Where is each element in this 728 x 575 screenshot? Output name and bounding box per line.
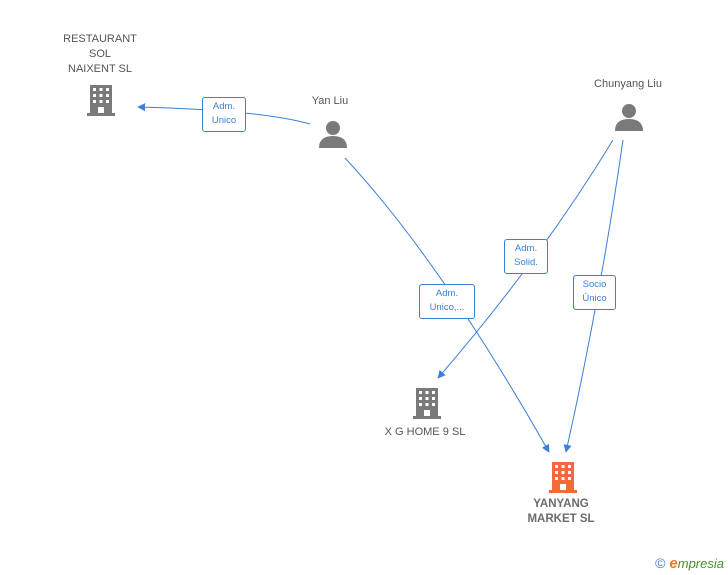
- node-label-yan-liu[interactable]: Yan Liu: [311, 95, 349, 107]
- brand-logo-e: e: [669, 555, 678, 572]
- node-label-restaurant[interactable]: RESTAURANT SOL NAIXENT SL: [63, 33, 137, 75]
- empresia-watermark: ©empresia: [655, 555, 724, 572]
- node-label-yanyang[interactable]: YANYANG MARKET SL: [527, 498, 595, 525]
- building-icon[interactable]: [86, 83, 116, 116]
- person-icon[interactable]: [319, 121, 347, 148]
- node-label-chunyang-liu[interactable]: Chunyang Liu: [594, 78, 662, 90]
- brand-name: mpresia: [677, 556, 724, 571]
- edge-yan-yanyang: [344, 157, 550, 453]
- building-icon[interactable]: [549, 462, 577, 493]
- person-icon[interactable]: [615, 104, 643, 131]
- edge-label-yan-yanyang: Adm. Unico,...: [419, 284, 475, 319]
- edge-label-chunyang-yanyang: Socio Único: [573, 275, 616, 310]
- copyright-icon: ©: [655, 555, 666, 571]
- building-icon[interactable]: [413, 388, 441, 419]
- edge-label-chunyang-xg: Adm. Solid.: [504, 239, 548, 274]
- node-label-xg-home[interactable]: X G HOME 9 SL: [384, 426, 466, 438]
- edge-label-yan-restaurant: Adm. Unico: [202, 97, 246, 132]
